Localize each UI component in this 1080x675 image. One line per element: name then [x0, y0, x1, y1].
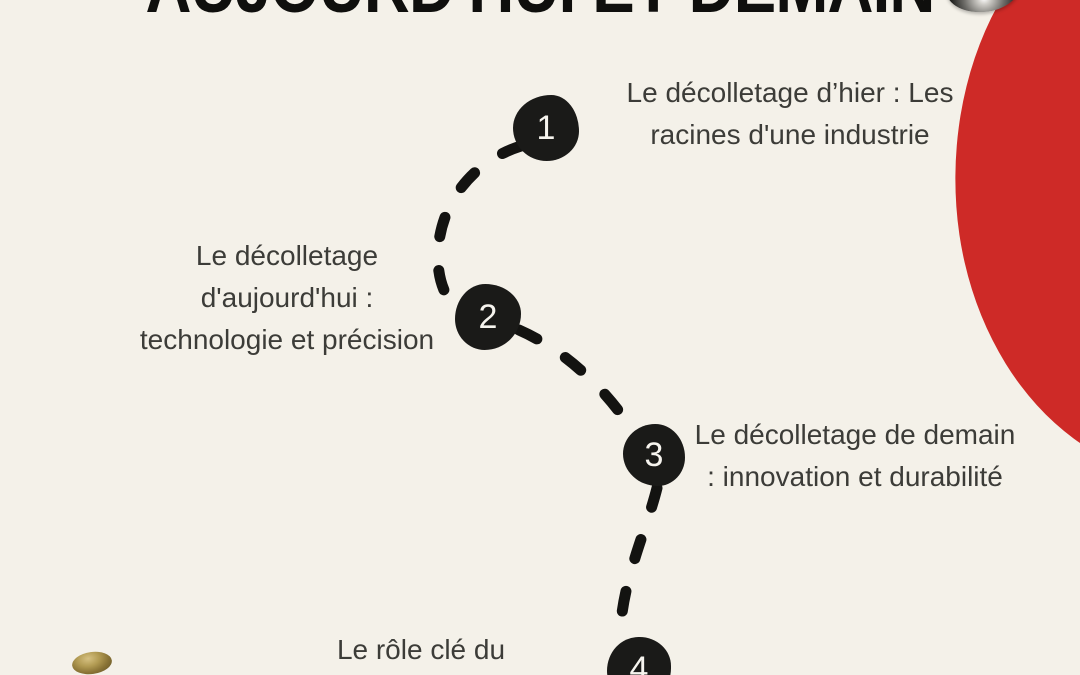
path-segment-2-3: [513, 324, 637, 434]
slide-title: AUJOURD'HUI ET DEMAIN: [76, 0, 1005, 30]
timeline-caption-1: Le décolletage d’hier : Les racines d'un…: [626, 77, 954, 150]
timeline-node-4[interactable]: 4: [607, 637, 671, 675]
timeline-caption-3: Le décolletage de demain : innovation et…: [694, 419, 1016, 492]
timeline-node-2[interactable]: 2: [455, 284, 521, 350]
timeline-node-2-number: 2: [478, 298, 498, 336]
timeline-caption-2: Le décolletage d'aujourd'hui : technolog…: [139, 240, 435, 355]
timeline-node-3-number: 3: [644, 436, 664, 474]
path-segment-3-4: [614, 482, 663, 642]
timeline-node-3[interactable]: 3: [623, 424, 685, 486]
timeline-caption-4: Le rôle clé du: [336, 634, 506, 665]
timeline-node-4-number: 4: [629, 650, 649, 675]
timeline-node-1[interactable]: 1: [513, 95, 579, 161]
timeline-node-1-number: 1: [536, 109, 556, 147]
